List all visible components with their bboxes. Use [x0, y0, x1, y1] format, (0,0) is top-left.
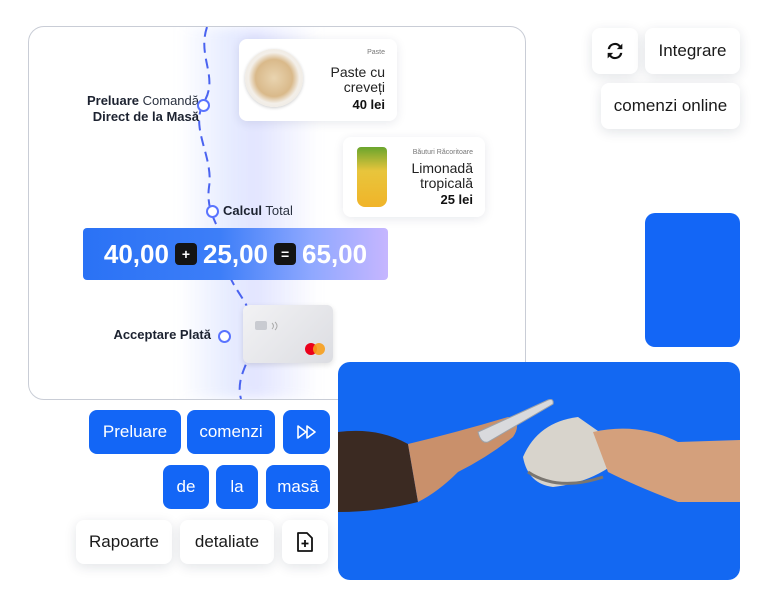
- online-orders-chip[interactable]: comenzi online: [601, 83, 740, 129]
- step-order-label: Preluare Comandă Direct de la Masă: [86, 93, 199, 124]
- product-name-line2: tropicală: [420, 175, 473, 191]
- product-name-line2: creveți: [343, 79, 385, 95]
- product-name-line1: Limonadă: [411, 160, 474, 176]
- order-flow-card: Preluare Comandă Direct de la Masă Paste…: [28, 26, 526, 400]
- payment-photo: [338, 362, 740, 580]
- step-total-label: Calcul Total: [223, 203, 293, 218]
- product-category: Băuturi Răcoritoare: [412, 149, 473, 156]
- lemonade-image: [357, 147, 387, 207]
- product-category: Paste: [367, 49, 385, 56]
- fast-forward-icon: [296, 425, 316, 439]
- chip-masa[interactable]: masă: [266, 465, 330, 509]
- integration-chip[interactable]: Integrare: [645, 28, 740, 74]
- card-chip: [255, 321, 267, 330]
- product-card-lemonade[interactable]: Băuturi Răcoritoare Limonadă tropicală 2…: [343, 137, 485, 217]
- calc-value-a: 40,00: [103, 238, 169, 269]
- blue-accent-block: [645, 213, 740, 347]
- step-payment-label: Acceptare Plată: [113, 327, 211, 342]
- pasta-image: [245, 49, 303, 107]
- chip-preluare[interactable]: Preluare: [89, 410, 181, 454]
- product-price: 40 lei: [352, 97, 385, 112]
- total-calculation-bar: 40,00 + 25,00 = 65,00: [83, 228, 388, 280]
- equals-icon: =: [274, 243, 297, 265]
- chip-comenzi[interactable]: comenzi: [187, 410, 275, 454]
- chip-de[interactable]: de: [163, 465, 209, 509]
- chip-la[interactable]: la: [216, 465, 258, 509]
- add-document-button[interactable]: [282, 520, 328, 564]
- step-order-dot: [197, 99, 210, 112]
- product-price: 25 lei: [440, 192, 473, 207]
- plus-icon: +: [174, 243, 197, 265]
- calc-result: 65,00: [302, 238, 368, 269]
- chip-rapoarte[interactable]: Rapoarte: [76, 520, 172, 564]
- chip-detaliate[interactable]: detaliate: [180, 520, 274, 564]
- refresh-icon: [607, 42, 623, 60]
- payment-photo-illustration: [338, 399, 740, 512]
- refresh-button[interactable]: [592, 28, 638, 74]
- calc-value-b: 25,00: [202, 238, 269, 269]
- product-card-pasta[interactable]: Paste Paste cu creveți 40 lei: [239, 39, 397, 121]
- contactless-icon: [271, 321, 278, 331]
- step-total-dot: [206, 205, 219, 218]
- mastercard-logo: [305, 343, 325, 355]
- payment-card-image: [243, 305, 333, 363]
- fast-forward-button[interactable]: [283, 410, 330, 454]
- product-name-line1: Paste cu: [330, 64, 385, 80]
- add-document-icon: [297, 532, 313, 552]
- step-payment-dot: [218, 330, 231, 343]
